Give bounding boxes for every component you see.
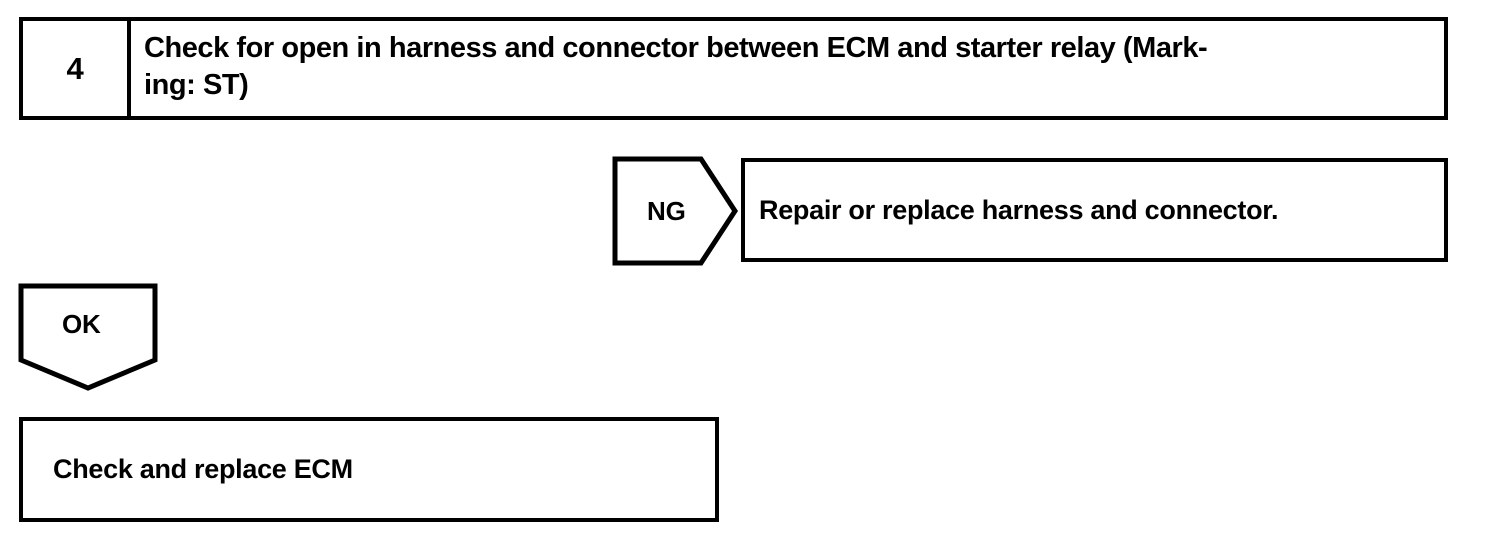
step-instruction-cell: Check for open in harness and connector …	[131, 21, 1444, 116]
result-box-repair: Repair or replace harness and connector.	[741, 158, 1448, 262]
pentagon-down-arrow-icon	[18, 283, 158, 391]
result-text-repair: Repair or replace harness and connector.	[759, 194, 1279, 225]
step-instruction-text: Check for open in harness and connector …	[144, 32, 1208, 101]
step-number: 4	[66, 51, 84, 86]
branch-connector-ok: OK	[18, 283, 158, 392]
result-box-ecm: Check and replace ECM	[19, 417, 719, 522]
result-text-ecm: Check and replace ECM	[53, 454, 353, 485]
step-number-cell: 4	[23, 21, 131, 116]
step-header-box: 4 Check for open in harness and connecto…	[19, 17, 1448, 120]
pentagon-right-arrow-icon	[612, 156, 738, 266]
branch-connector-ng: NG	[612, 156, 738, 266]
